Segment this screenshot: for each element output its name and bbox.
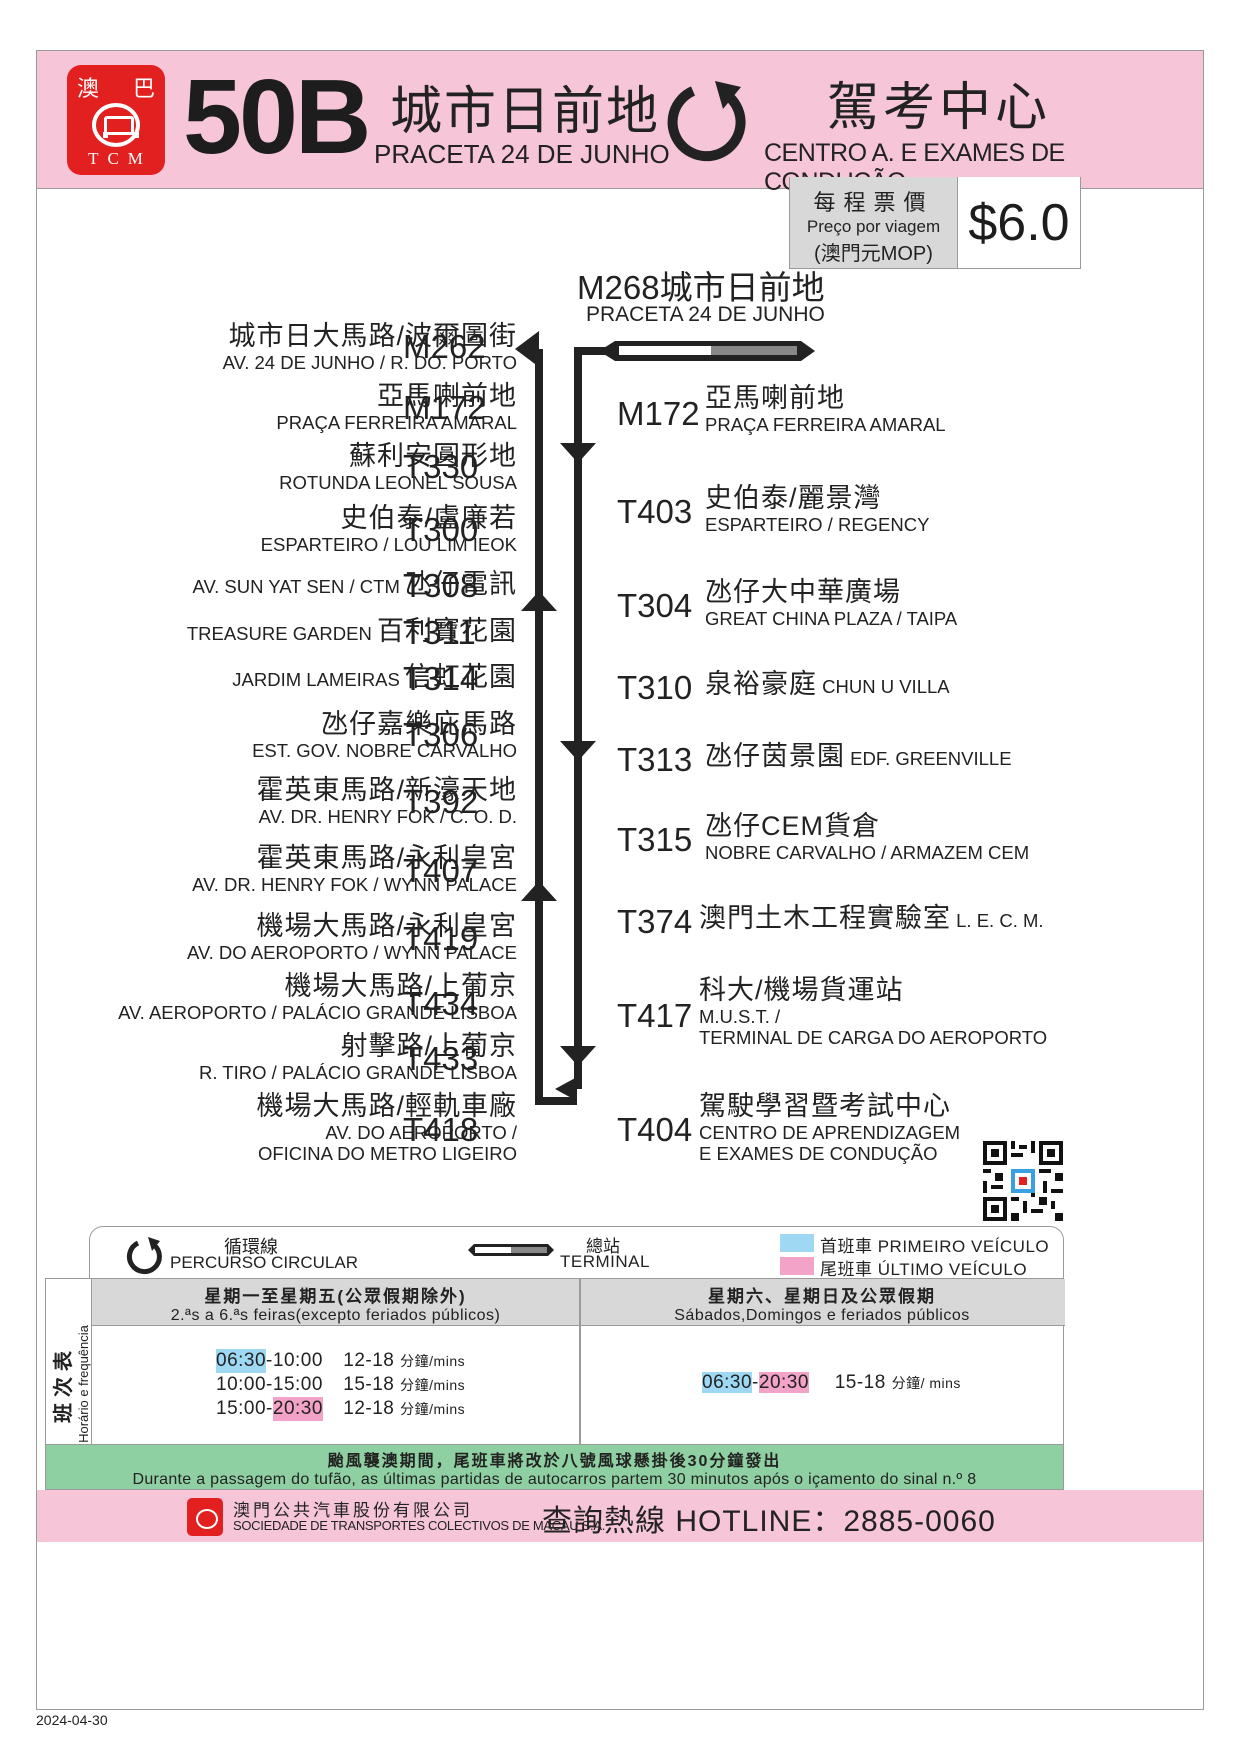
left-stop-code: T314 <box>403 660 479 697</box>
route-header: 澳巴 TCM 50B 城市日前地 PRACETA 24 DE JUNHO 駕考中… <box>37 51 1203 196</box>
right-stop-item: 氹仔茵景園 EDF. GREENVILLE <box>705 741 1012 771</box>
left-stop-code: T300 <box>403 511 479 548</box>
bus-icon <box>92 103 140 147</box>
schedule-row: 06:30-10:00 12-18 分鐘/mins <box>216 1349 466 1373</box>
weekend-schedule: 06:30-20:30 15-18 分鐘/ mins <box>702 1372 961 1393</box>
hotline[interactable]: 查詢熱線 HOTLINE：2885-0060 <box>542 1505 996 1538</box>
right-stop-code: T304 <box>617 587 693 624</box>
tcm-logo-small <box>187 1498 223 1536</box>
tcm-logo: 澳巴 TCM <box>67 65 165 175</box>
route-number: 50B <box>183 58 371 176</box>
legend-first-bus: 首班車 PRIMEIRO VEÍCULO <box>820 1237 1050 1256</box>
left-stop-item: JARDIM LAMEIRAS 信虹花園 <box>232 662 517 692</box>
terminal-name-zh: M268城市日前地 <box>577 269 825 306</box>
terminal-name-pt: PRACETA 24 DE JUNHO <box>586 303 825 326</box>
outbound-line <box>555 347 615 1101</box>
fare-label: 每程票價 Preço por viagem (澳門元MOP) <box>790 177 958 268</box>
right-stop-code: T374 <box>617 903 693 940</box>
timetable-header: 星期一至星期五(公眾假期除外) 2.ªs a 6.ªs feiras(excep… <box>92 1279 1065 1326</box>
weekday-header: 星期一至星期五(公眾假期除外) 2.ªs a 6.ªs feiras(excep… <box>170 1287 501 1324</box>
left-stop-item: AV. SUN YAT SEN / CTM 氹仔電訊 <box>192 569 517 599</box>
left-stop-code: T434 <box>403 985 479 1022</box>
return-line <box>515 331 577 1105</box>
right-stop-code: T315 <box>617 821 693 858</box>
right-stop-code: T417 <box>617 997 693 1034</box>
right-stop-item: 澳門土木工程實驗室 L. E. C. M. <box>699 903 1044 933</box>
footer-bar: 澳門公共汽車股份有限公司 SOCIEDADE DE TRANSPORTES CO… <box>37 1490 1203 1542</box>
right-stop-code: T313 <box>617 741 693 778</box>
typhoon-notice: 颱風襲澳期間，尾班車將改於八號風球懸掛後30分鐘發出 Durante a pas… <box>46 1444 1063 1489</box>
left-stop-code: M262 <box>403 328 486 365</box>
schedule-row: 15:00-20:30 12-18 分鐘/mins <box>216 1397 466 1421</box>
first-bus-swatch <box>780 1234 814 1252</box>
terminal-bar <box>599 341 815 361</box>
left-stop-code: T311 <box>403 614 476 651</box>
left-stop-code: T407 <box>403 852 479 889</box>
route-diagram <box>515 331 815 1105</box>
left-stop-code: T433 <box>403 1040 479 1077</box>
right-stop-code: T310 <box>617 669 693 706</box>
left-stop-code: T419 <box>403 920 479 957</box>
destination-name-zh: 駕考中心 <box>827 79 1052 137</box>
legend-terminal-pt: TERMINAL <box>560 1252 650 1271</box>
legend: 循環線 PERCURSO CIRCULAR 總站 TERMINAL 首班車 PR… <box>89 1226 1064 1279</box>
legend-circular-zh: 循環線 <box>224 1237 278 1257</box>
circular-arrow-icon <box>667 81 746 162</box>
terminal-bar-icon <box>468 1244 554 1256</box>
footer: 澳門公共汽車股份有限公司 SOCIEDADE DE TRANSPORTES CO… <box>37 1490 1203 1709</box>
left-stop-code: T330 <box>403 448 479 485</box>
schedule-row: 10:00-15:00 15-18 分鐘/mins <box>216 1374 466 1395</box>
weekend-header: 星期六、星期日及公眾假期 Sábados,Domingos e feriados… <box>674 1287 970 1324</box>
timetable-side-label: 班次表 Horário e frequência <box>46 1279 92 1489</box>
left-stop-item: TREASURE GARDEN 百利寶花園 <box>186 616 517 646</box>
left-stop-code: T418 <box>403 1111 479 1148</box>
left-stop-code: M172 <box>403 389 486 426</box>
right-stop-item: 泉裕豪庭 CHUN U VILLA <box>705 669 950 699</box>
right-stop-code: M172 <box>617 395 700 432</box>
circular-arrow-icon <box>126 1237 162 1274</box>
qr-code-icon[interactable] <box>983 1141 1063 1221</box>
left-stop-code: T306 <box>403 716 479 753</box>
timetable-divider <box>579 1279 581 1444</box>
fare-box: 每程票價 Preço por viagem (澳門元MOP) $6.0 <box>789 177 1081 269</box>
right-stop-code: T404 <box>617 1111 693 1148</box>
route-sheet: 澳巴 TCM 50B 城市日前地 PRACETA 24 DE JUNHO 駕考中… <box>36 50 1204 1710</box>
timetable: 班次表 Horário e frequência 星期一至星期五(公眾假期除外)… <box>45 1278 1065 1490</box>
left-stop-code: T308 <box>403 567 479 604</box>
right-stop-code: T403 <box>617 493 693 530</box>
left-stop-code: T392 <box>403 783 479 820</box>
issue-date: 2024-04-30 <box>36 1712 108 1728</box>
fare-amount: $6.0 <box>958 177 1080 268</box>
legend-last-bus: 尾班車 ÚLTIMO VEÍCULO <box>820 1260 1028 1279</box>
last-bus-swatch <box>780 1257 814 1275</box>
company-name-zh: 澳門公共汽車股份有限公司 <box>233 1501 473 1520</box>
origin-name-pt: PRACETA 24 DE JUNHO <box>374 139 670 169</box>
weekday-schedule: 06:30-10:00 12-18 分鐘/mins 10:00-15:00 15… <box>216 1349 465 1421</box>
origin-name-zh: 城市日前地 <box>390 83 661 141</box>
legend-circular-pt: PERCURSO CIRCULAR <box>170 1253 358 1272</box>
company-name-pt: SOCIEDADE DE TRANSPORTES COLECTIVOS DE M… <box>233 1518 606 1533</box>
legend-terminal-zh: 總站 <box>586 1237 620 1256</box>
